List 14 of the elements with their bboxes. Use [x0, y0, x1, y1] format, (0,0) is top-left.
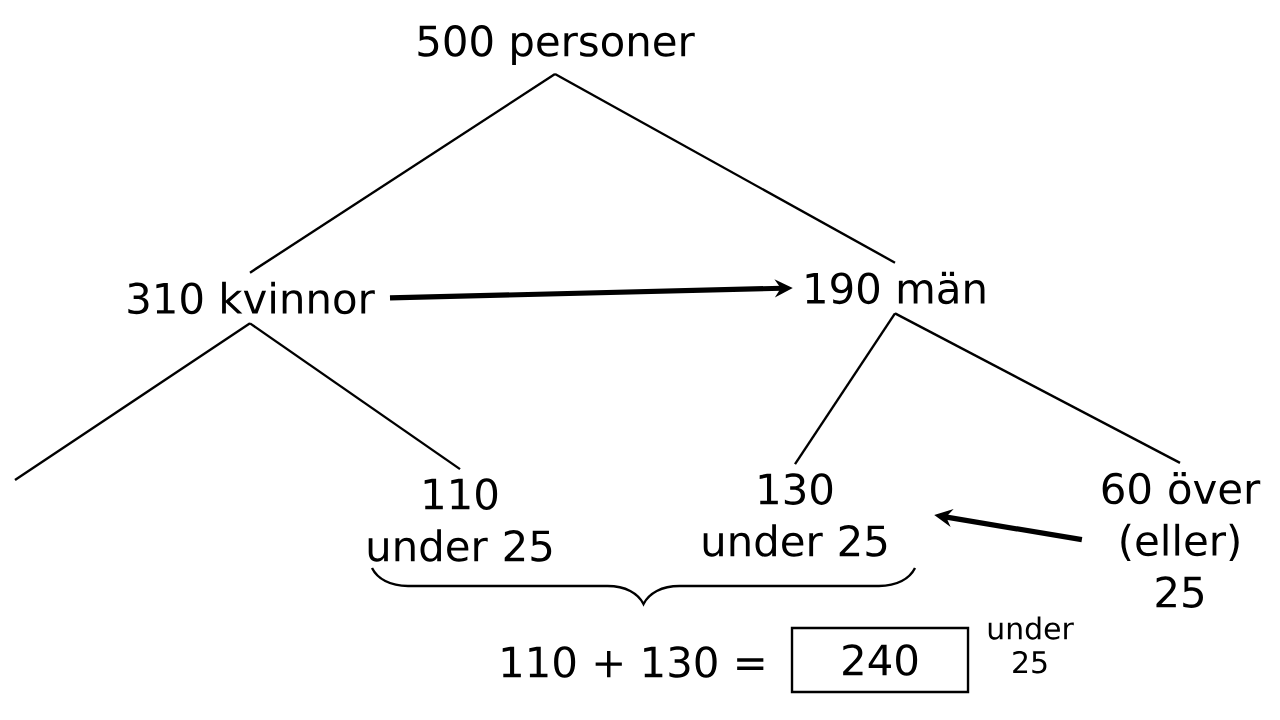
tree-branch: [14, 322, 251, 481]
tree-branch: [794, 312, 896, 465]
tree-label: 60 över (eller) 25: [1102, 472, 1261, 608]
tree-branch: [894, 312, 1181, 464]
tree-label: 130 under 25: [703, 473, 887, 557]
tree-branch: [249, 322, 461, 471]
tree-label: 310 kvinnor: [128, 281, 375, 315]
total-box: 240: [790, 626, 970, 694]
tree-label: 110 under 25: [368, 478, 552, 562]
tree-label: 500 personer: [418, 25, 695, 65]
tree-branch: [554, 73, 896, 264]
side-note: under 25: [988, 616, 1074, 674]
tree-branch: [249, 73, 556, 274]
tree-label: 190 män: [806, 271, 985, 305]
